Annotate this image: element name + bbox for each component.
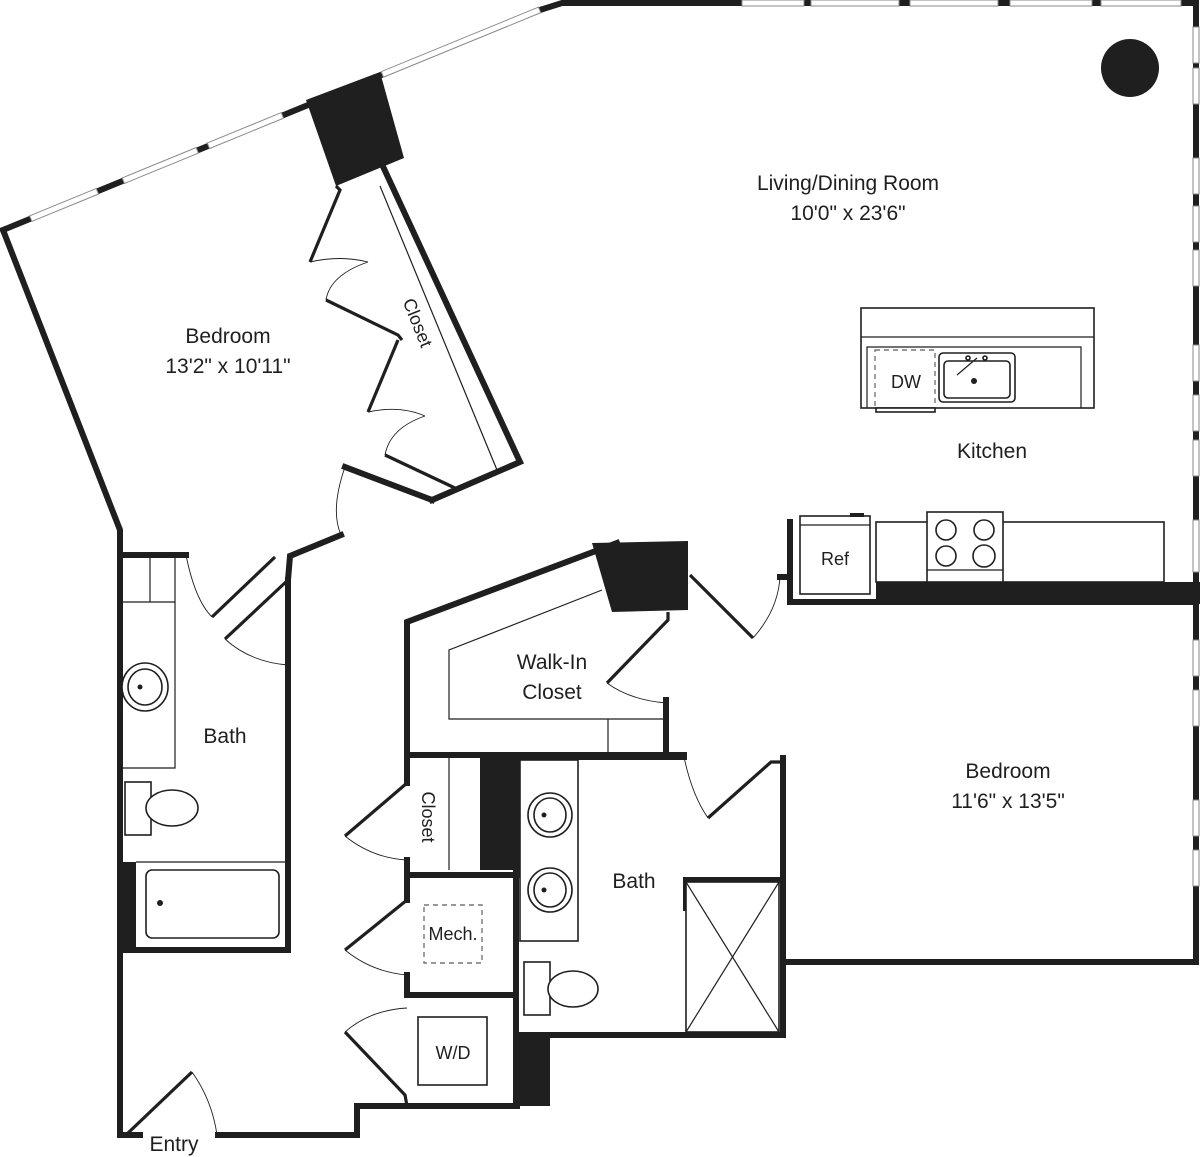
bedroom2-door <box>688 573 793 640</box>
kitchen <box>787 307 1200 605</box>
bedroom2-label: Bedroom <box>965 760 1050 783</box>
labels: Living/Dining Room 10'0" x 23'6" Bedroom… <box>149 172 1064 1156</box>
windows <box>28 0 1200 887</box>
bedroom1-dims: 13'2" x 10'11" <box>165 355 290 378</box>
walkin-closet-label-1: Walk-In <box>517 651 587 674</box>
column <box>1101 39 1159 97</box>
bedroom2-dims: 11'6" x 13'5" <box>951 790 1065 813</box>
entry-door <box>126 1070 218 1136</box>
bath1-label: Bath <box>203 725 246 748</box>
bedroom1-walls <box>284 72 525 584</box>
hall-closet-label: Closet <box>418 791 438 842</box>
bath2-label: Bath <box>612 870 655 893</box>
dishwasher-label: DW <box>891 372 921 392</box>
refrigerator-label: Ref <box>821 549 850 569</box>
walkin-closet-label-2: Closet <box>522 681 582 704</box>
living-room-dims: 10'0" x 23'6" <box>790 202 905 225</box>
bedroom1-label: Bedroom <box>185 325 270 348</box>
bedroom1-closet-label: Closet <box>399 295 437 350</box>
walkin-closet-walls <box>404 539 688 758</box>
bath2 <box>513 754 786 1038</box>
mech-label: Mech. <box>428 924 477 944</box>
kitchen-label: Kitchen <box>957 440 1027 463</box>
bath1 <box>117 552 291 953</box>
hall-utility <box>343 752 550 1109</box>
washer-dryer-label: W/D <box>436 1043 471 1063</box>
entry-label: Entry <box>149 1133 199 1156</box>
living-room-label: Living/Dining Room <box>757 172 939 195</box>
